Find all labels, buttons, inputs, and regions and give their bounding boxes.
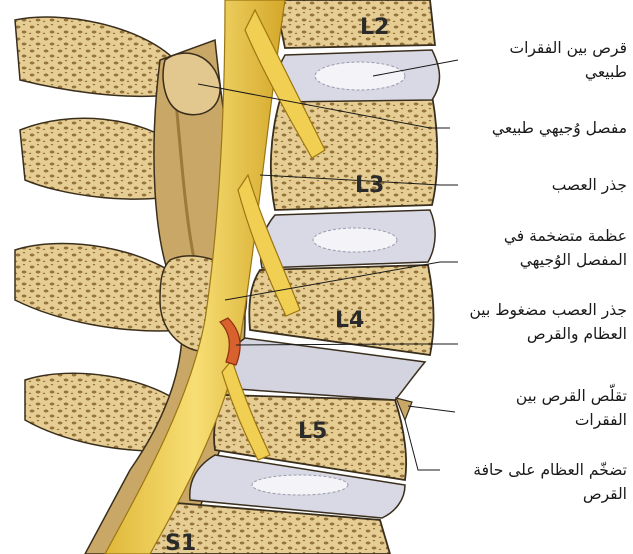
- label-compressed-nerve-root: جذر العصب مضغوط بين العظام والقرص: [469, 298, 627, 346]
- label-normal-disc: قرص بين الفقرات طبيعي: [509, 36, 627, 84]
- label-nerve-root: جذر العصب: [552, 173, 627, 197]
- label-line: القرص: [473, 482, 627, 506]
- label-line: مفصل وُجيهي طبيعي: [492, 116, 627, 140]
- vertebra-label-l2: L2: [360, 15, 389, 40]
- label-line: الفقرات: [516, 408, 627, 432]
- body-l2: [275, 0, 435, 48]
- label-line: عظمة متضخمة في: [504, 224, 627, 248]
- label-line: المفصل الوُجيهي: [504, 248, 627, 272]
- leader-bone-spur: [405, 420, 440, 470]
- vertebra-label-s1: S1: [165, 531, 196, 554]
- label-line: طبيعي: [509, 60, 627, 84]
- label-line: تضخّم العظام على حافة: [473, 458, 627, 482]
- label-bone-spur: تضخّم العظام على حافة القرص: [473, 458, 627, 506]
- label-disc-shrinkage: تقلّص القرص بين الفقرات: [516, 384, 627, 432]
- label-normal-facet: مفصل وُجيهي طبيعي: [492, 116, 627, 140]
- disc-core: [252, 475, 348, 495]
- spinous-process: [15, 17, 175, 96]
- label-line: قرص بين الفقرات: [509, 36, 627, 60]
- label-enlarged-facet-bone: عظمة متضخمة في المفصل الوُجيهي: [504, 224, 627, 272]
- label-line: جذر العصب مضغوط بين: [469, 298, 627, 322]
- vertebra-label-l4: L4: [335, 308, 364, 333]
- disc-core: [313, 228, 397, 252]
- vertebra-label-l5: L5: [298, 419, 327, 444]
- disc-core: [315, 62, 405, 90]
- label-line: تقلّص القرص بين: [516, 384, 627, 408]
- vertebra-label-l3: L3: [355, 173, 384, 198]
- label-line: جذر العصب: [552, 173, 627, 197]
- leader-disc-shrink: [408, 406, 455, 412]
- label-line: العظام والقرص: [469, 322, 627, 346]
